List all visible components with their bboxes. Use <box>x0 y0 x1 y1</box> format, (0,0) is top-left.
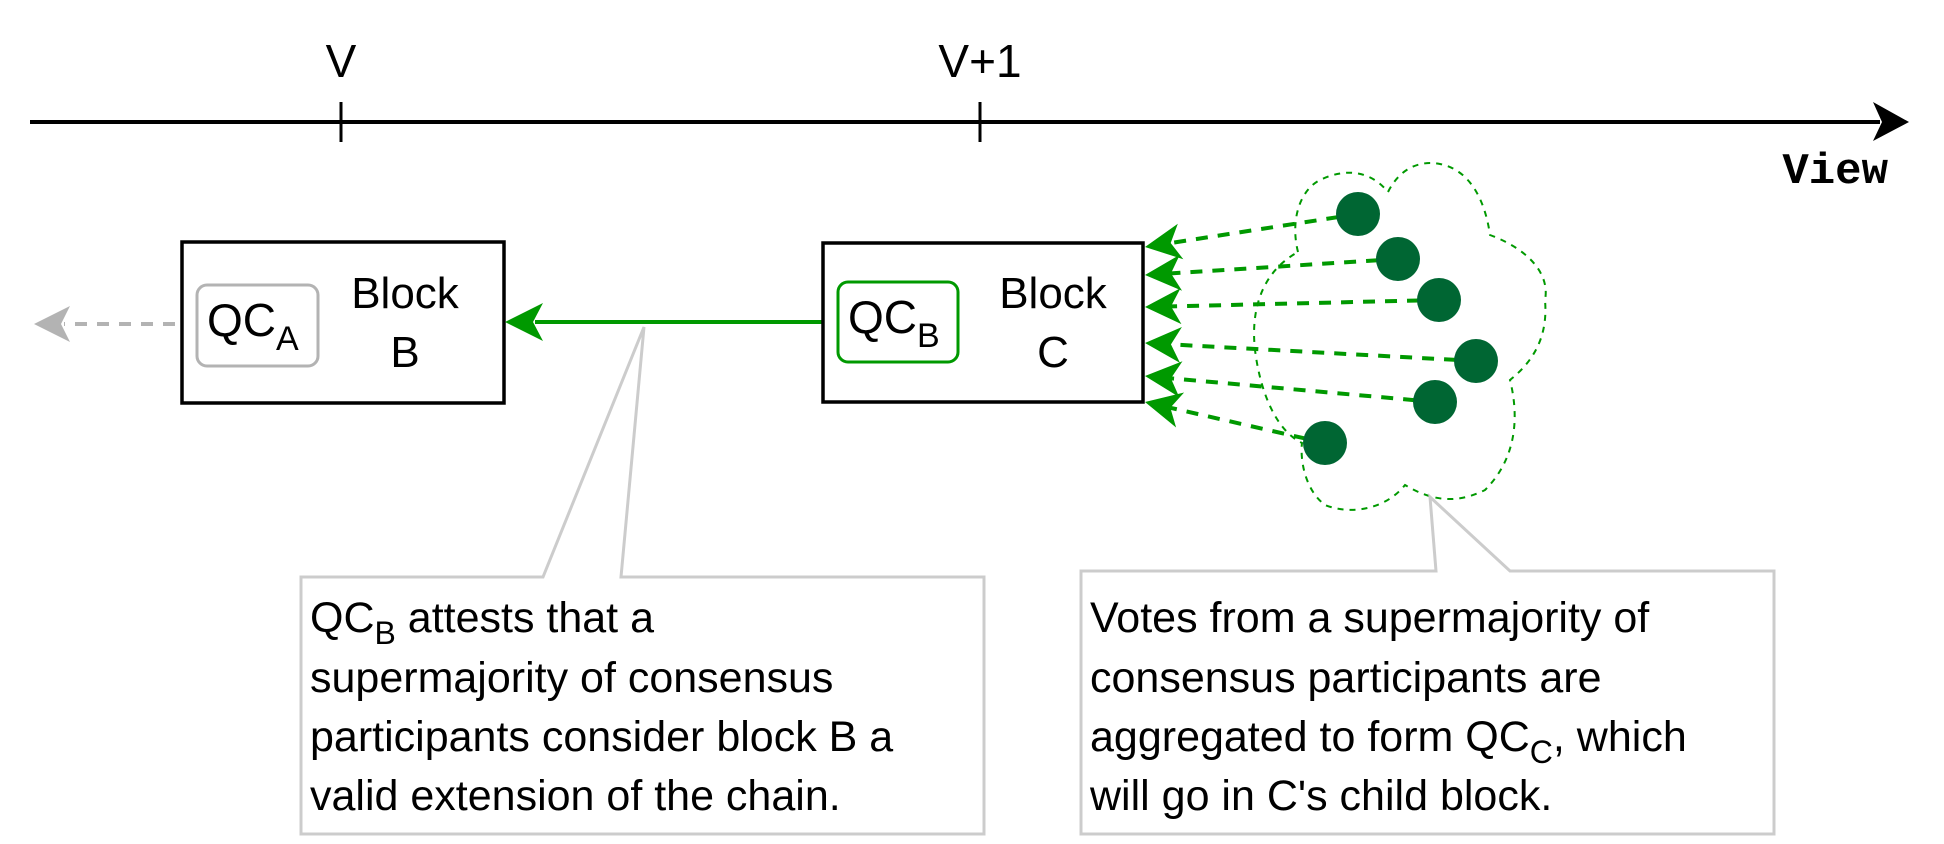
block-c-title-line1: Block <box>999 269 1108 318</box>
qc-a-box <box>195 283 320 368</box>
qc-b-callout-line-4: valid extension of the chain. <box>310 772 841 820</box>
qc-a-label: QCA <box>207 294 299 358</box>
axis-arrowhead-icon <box>1873 102 1909 141</box>
view-axis: V V+1 View <box>30 35 1909 197</box>
block-b-title-line2: B <box>390 328 419 377</box>
votes-callout-line-2: consensus participants are <box>1090 654 1602 702</box>
vote-dot <box>1376 237 1420 281</box>
qc-b-callout-line-3: participants consider block B a <box>310 713 893 761</box>
vote-arrowhead-icon <box>1145 361 1183 398</box>
tick-label-v: V <box>326 35 357 87</box>
vote-arrowhead-icon <box>1145 254 1183 291</box>
block-b[interactable]: QCA Block B <box>180 240 506 405</box>
vote-dot <box>1413 380 1457 424</box>
votes-callout-line-4: will go in C's child block. <box>1089 772 1552 820</box>
qc-b-link <box>505 303 837 341</box>
qc-b-prefix: QC <box>848 291 917 343</box>
votes-callout-shape <box>1079 493 1776 836</box>
vote <box>1145 326 1498 383</box>
vote-arrow-line <box>1170 342 1457 362</box>
vote-arrow-line <box>1170 215 1339 245</box>
vote-dot <box>1417 278 1461 322</box>
qc-b-callout-line-1-pre: QC <box>310 594 375 642</box>
qc-b-callout-shape <box>299 326 986 836</box>
qc-b-callout-line-2: supermajority of consensus <box>310 654 833 702</box>
votes-callout-line-3: aggregated to form QCC, which <box>1090 713 1687 770</box>
qc-b-callout-line-1: QCB attests that a <box>310 594 654 651</box>
vote-arrowhead-icon <box>1145 288 1182 325</box>
vote-dot <box>1303 421 1347 465</box>
votes <box>1145 192 1498 465</box>
vote-arrowhead-icon <box>1145 392 1185 428</box>
qc-b-label: QCB <box>848 291 940 355</box>
block-c[interactable]: QCB Block C <box>821 241 1145 404</box>
qc-b-subscript: B <box>917 317 940 355</box>
vote <box>1145 392 1347 465</box>
gray-arrowhead-icon <box>34 306 70 342</box>
vote <box>1145 237 1420 291</box>
votes-callout-line-3-sub: C <box>1530 734 1553 770</box>
block-b-title-line1: Block <box>351 269 460 318</box>
vote <box>1145 278 1461 325</box>
block-c-title-line2: C <box>1037 328 1069 377</box>
vote-cloud <box>1253 162 1547 511</box>
qc-a-prefix: QC <box>207 294 276 346</box>
tick-label-v-plus-1: V+1 <box>938 35 1021 87</box>
votes-callout-line-3-pre: aggregated to form QC <box>1090 713 1530 761</box>
vote <box>1145 192 1380 260</box>
green-arrowhead-icon <box>505 303 543 341</box>
vote-arrow-line <box>1169 405 1306 441</box>
vote-arrowhead-icon <box>1145 326 1182 363</box>
qc-a-subscript: A <box>276 320 299 358</box>
vote-dot <box>1336 192 1380 236</box>
previous-block-link <box>34 306 197 342</box>
votes-callout-line-3-post: , which <box>1553 713 1687 761</box>
qc-b-callout: QCB attests that a supermajority of cons… <box>299 326 986 836</box>
vote-dot <box>1454 339 1498 383</box>
vote-arrow-line <box>1170 298 1420 309</box>
vote-arrow-line <box>1170 376 1416 403</box>
qc-b-box <box>836 280 960 364</box>
axis-label-view: View <box>1782 147 1888 197</box>
vote-cloud-outline <box>1253 162 1547 511</box>
votes-callout-line-1: Votes from a supermajority of <box>1090 594 1650 642</box>
vote-arrowhead-icon <box>1145 223 1184 260</box>
qc-b-callout-line-1-post: attests that a <box>396 594 654 642</box>
vote <box>1145 361 1457 424</box>
votes-callout: Votes from a supermajority of consensus … <box>1079 493 1776 836</box>
qc-b-callout-line-1-sub: B <box>375 615 396 651</box>
